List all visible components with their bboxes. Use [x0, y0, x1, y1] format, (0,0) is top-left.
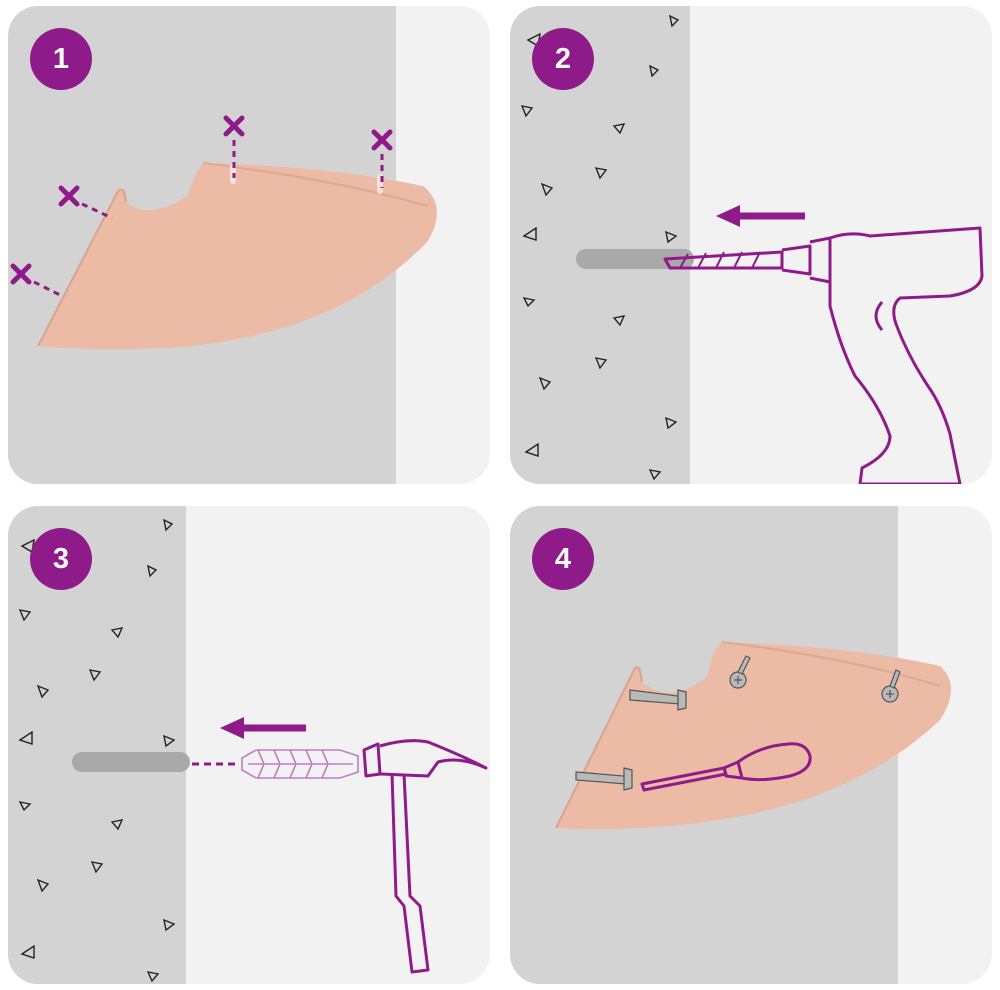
drill-icon [663, 226, 984, 484]
hammer-icon [362, 739, 488, 974]
concrete-texture [520, 14, 680, 481]
x-mark [58, 185, 80, 207]
step-4-illustration [510, 506, 951, 984]
direction-arrow-icon [220, 717, 244, 739]
screw-icon [881, 669, 901, 703]
step-3-panel: 3 [8, 506, 490, 984]
step-number-badge: 2 [532, 28, 594, 90]
x-mark [223, 115, 245, 137]
step-2-panel: 2 [510, 6, 992, 484]
corner-shelf [38, 163, 437, 350]
x-mark [371, 129, 393, 151]
concrete-texture [18, 518, 176, 983]
drilled-hole [72, 752, 190, 772]
step-1-panel: 1 [8, 6, 490, 484]
screw-icon [729, 655, 751, 689]
shelf-fold [37, 188, 127, 347]
shelf-fold [555, 666, 643, 829]
step-1-illustration [8, 6, 437, 484]
step-number-badge: 4 [532, 528, 594, 590]
guide-line [33, 280, 63, 298]
step-3-illustration [8, 506, 488, 984]
x-mark [10, 263, 32, 285]
guide-line [81, 202, 113, 220]
screwdriver-icon [640, 742, 812, 792]
direction-arrow-icon [716, 205, 740, 227]
wall [510, 6, 690, 484]
step-number-badge: 1 [30, 28, 92, 90]
step-number-badge: 3 [30, 528, 92, 590]
shelf-back-edge [721, 641, 941, 687]
wall-plug-icon [241, 749, 359, 779]
step-2-illustration [510, 6, 984, 484]
screw-icon [575, 767, 633, 791]
step-4-panel: 4 [510, 506, 992, 984]
screw-icon [629, 689, 687, 711]
wall [8, 506, 186, 984]
drilled-hole [576, 249, 694, 269]
